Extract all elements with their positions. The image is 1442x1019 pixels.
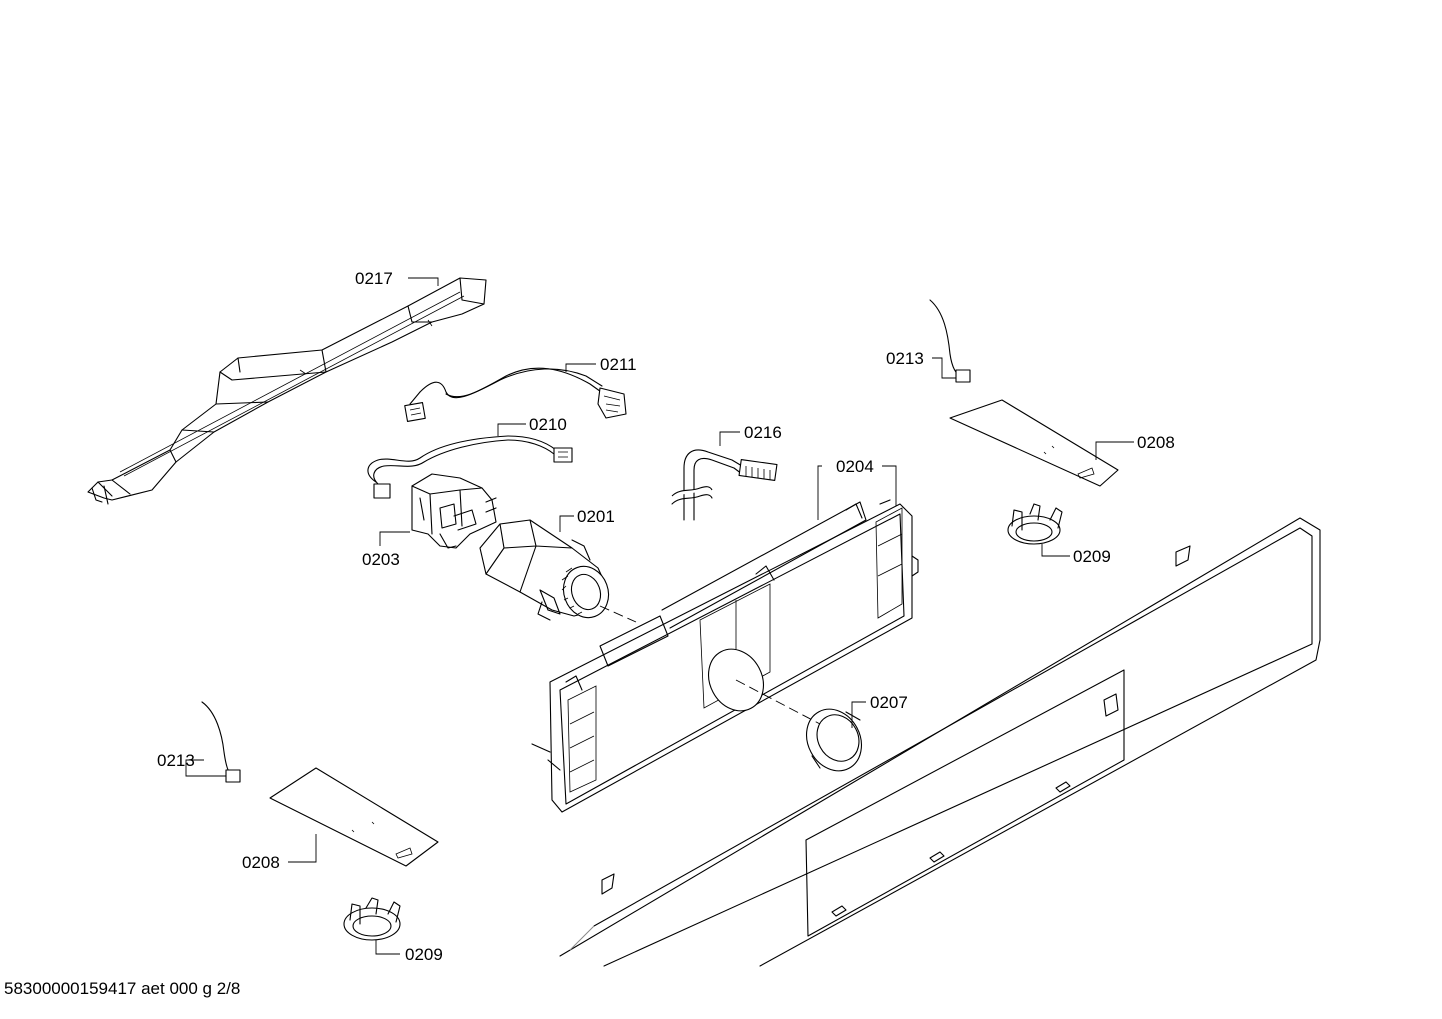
sensor-wire-0213-right[interactable] [929, 299, 971, 383]
panel-frame-0204[interactable] [531, 499, 919, 813]
mounting-plate-0208-left[interactable] [269, 767, 439, 867]
ring-seal-0207[interactable] [796, 700, 872, 781]
callout-labels: 0217 0211 0210 0216 0204 0201 0203 0213 … [157, 269, 1175, 964]
callout-0208-left[interactable]: 0208 [242, 853, 280, 872]
assembly-axes [599, 605, 821, 725]
cable-0210[interactable] [367, 435, 573, 499]
callout-0209-right[interactable]: 0209 [1073, 547, 1111, 566]
callout-0209-left[interactable]: 0209 [405, 945, 443, 964]
leader-lines [185, 277, 1134, 955]
callout-0204[interactable]: 0204 [836, 457, 874, 476]
callout-0201[interactable]: 0201 [577, 507, 615, 526]
rail-bracket-0217[interactable] [87, 277, 487, 505]
mounting-plate-0208-right[interactable] [949, 399, 1119, 487]
callout-0208-right[interactable]: 0208 [1137, 433, 1175, 452]
motor-0201[interactable] [479, 519, 616, 624]
callout-0213-left[interactable]: 0213 [157, 751, 195, 770]
callout-0210[interactable]: 0210 [529, 415, 567, 434]
callout-0203[interactable]: 0203 [362, 550, 400, 569]
callout-0216[interactable]: 0216 [744, 423, 782, 442]
sensor-wire-0213-left[interactable] [201, 701, 241, 783]
grommet-0209-right[interactable] [1007, 503, 1063, 545]
cable-harness-0216[interactable] [671, 449, 778, 521]
callout-0213-right[interactable]: 0213 [886, 349, 924, 368]
callout-0217[interactable]: 0217 [355, 269, 393, 288]
actuator-housing-0203[interactable] [411, 473, 497, 549]
cable-harness-0211[interactable] [404, 367, 627, 422]
drawing-id: 58300000159417 aet 000 g 2/8 [4, 979, 241, 998]
oven-front-panel [559, 517, 1321, 967]
callout-0211[interactable]: 0211 [600, 355, 637, 374]
grommet-0209-left[interactable] [343, 897, 401, 941]
callout-0207[interactable]: 0207 [870, 693, 908, 712]
